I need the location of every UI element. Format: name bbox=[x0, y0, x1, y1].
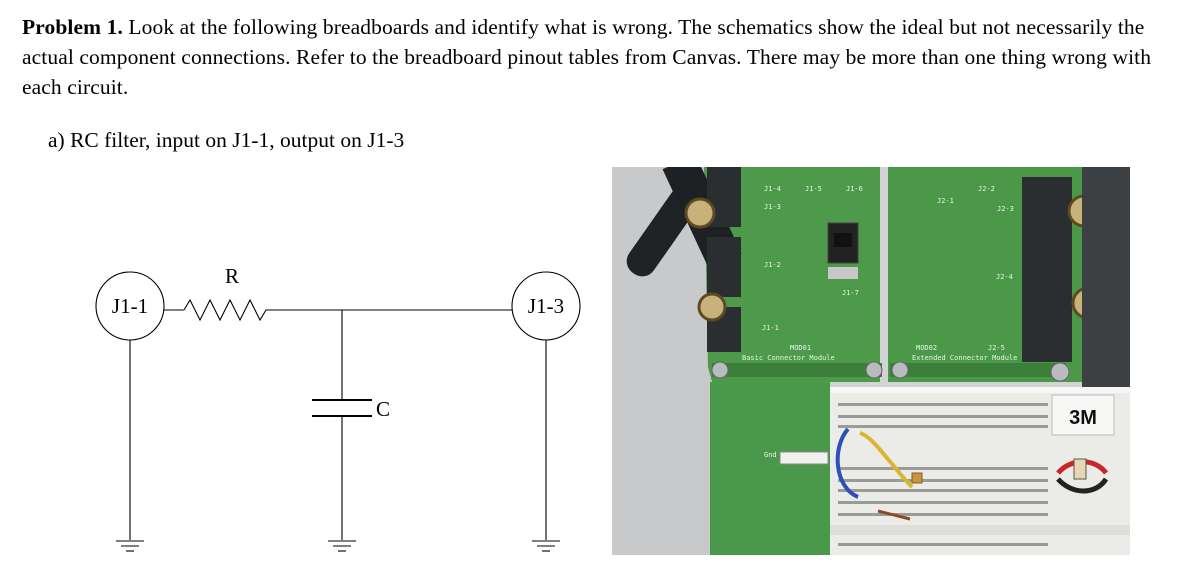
problem-heading: Problem 1. bbox=[22, 15, 123, 39]
part-a-heading: a) RC filter, input on J1-1, output on J… bbox=[48, 128, 404, 153]
pcb-label-j2-2: J2-2 bbox=[978, 185, 995, 193]
left-board-part-number: MOD01 bbox=[790, 344, 811, 352]
breadboard-photo: J1-4 J1-5 J1-6 J1-3 J1-2 J1-1 J1-7 MOD01… bbox=[612, 167, 1130, 555]
problem-statement: Problem 1. Look at the following breadbo… bbox=[22, 12, 1172, 102]
ground-symbol-middle bbox=[328, 540, 356, 552]
right-board-name: Extended Connector Module bbox=[912, 354, 1017, 362]
pcb-label-j2-4: J2-4 bbox=[996, 273, 1013, 281]
output-node-label: J1-3 bbox=[528, 294, 564, 318]
part-a-description: RC filter, input on J1-1, output on J1-3 bbox=[70, 128, 405, 152]
pcb-label-j1-5: J1-5 bbox=[805, 185, 822, 193]
input-node-label: J1-1 bbox=[112, 294, 148, 318]
ground-symbol-right bbox=[532, 540, 560, 552]
pcb-label-j2-3: J2-3 bbox=[997, 205, 1014, 213]
part-a-label: a) bbox=[48, 128, 65, 152]
problem-text: Look at the following breadboards and id… bbox=[22, 15, 1152, 99]
pcb-label-j1-6: J1-6 bbox=[846, 185, 863, 193]
pcb-label-j2-1: J2-1 bbox=[937, 197, 954, 205]
rc-filter-schematic: J1-1 J1-3 R C bbox=[95, 264, 581, 552]
pcb-label-j1-1: J1-1 bbox=[762, 324, 779, 332]
pcb-label-j1-2: J1-2 bbox=[764, 261, 781, 269]
pcb-label-j1-7: J1-7 bbox=[842, 289, 859, 297]
resistor-label: R bbox=[225, 264, 239, 288]
pcb-label-j1-4: J1-4 bbox=[764, 185, 781, 193]
gnd-label: Gnd bbox=[764, 451, 777, 459]
capacitor-label: C bbox=[376, 397, 390, 421]
right-board-part-number: MOD02 bbox=[916, 344, 937, 352]
resistor-symbol bbox=[183, 298, 278, 322]
3m-logo: 3M bbox=[1069, 407, 1097, 429]
pcb-label-j2-5: J2-5 bbox=[988, 344, 1005, 352]
ground-symbol-left bbox=[116, 540, 144, 552]
pcb-label-j1-3: J1-3 bbox=[764, 203, 781, 211]
left-board-name: Basic Connector Module bbox=[742, 354, 835, 362]
